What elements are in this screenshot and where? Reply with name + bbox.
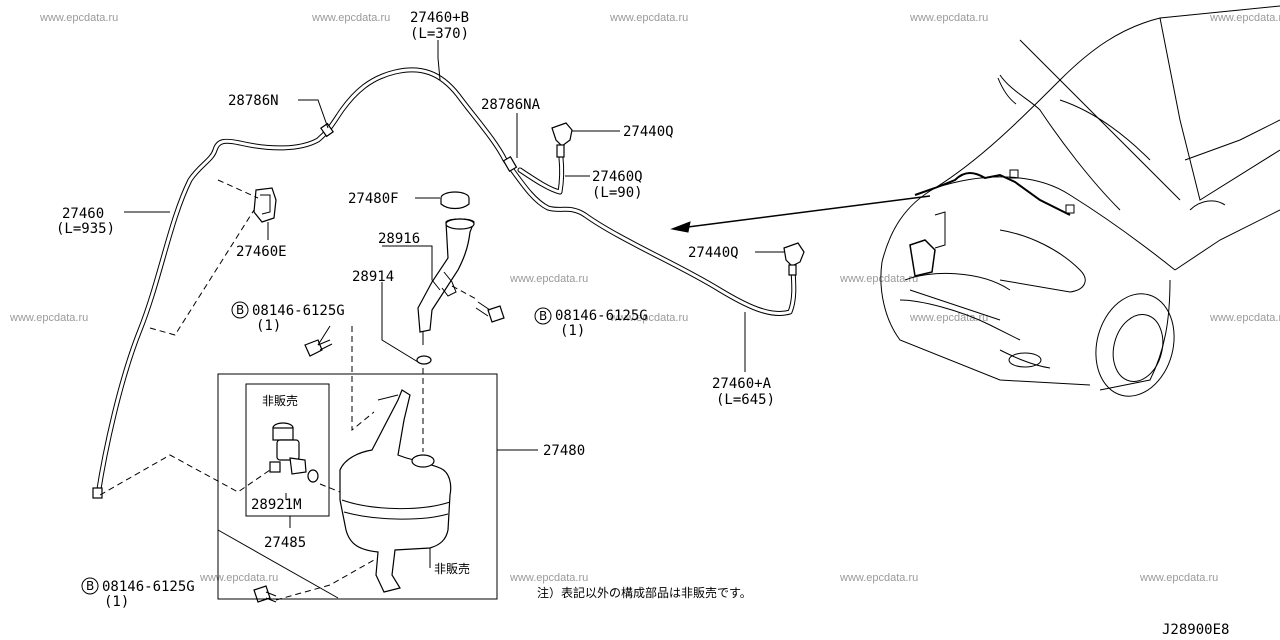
watermark: www.epcdata.ru (1209, 312, 1280, 324)
filler-neck (417, 218, 475, 345)
watermark: www.epcdata.ru (1139, 572, 1218, 584)
label-27460A-length: (L=645) (716, 392, 775, 408)
label-27460B-length: (L=370) (410, 26, 469, 42)
watermark: www.epcdata.ru (609, 12, 688, 24)
label-27480F: 27480F (348, 191, 399, 207)
label-27460-length: (L=935) (56, 221, 115, 237)
washer-hose (92, 67, 797, 499)
nozzle-top (551, 122, 573, 158)
watermark: www.epcdata.ru (9, 312, 88, 324)
washer-reservoir (339, 389, 452, 593)
diagram-code: J28900E8 (1162, 622, 1229, 638)
washer-motor (269, 422, 319, 483)
label-bolt-left-qty: (1) (256, 318, 281, 334)
watermark: www.epcdata.ru (509, 273, 588, 285)
o-ring (416, 355, 432, 365)
nozzle-mid (783, 242, 805, 276)
bolt-marker-bottom (81, 577, 99, 595)
watermark: www.epcdata.ru (909, 12, 988, 24)
leader-lines (124, 40, 784, 599)
label-28786N: 28786N (228, 93, 279, 109)
label-not-for-sale-top: 非販売 (262, 393, 298, 408)
watermark: www.epcdata.ru (311, 12, 390, 24)
label-27485: 27485 (264, 535, 306, 551)
bolt-right (475, 301, 505, 323)
dashed-guides (99, 179, 479, 601)
label-28916: 28916 (378, 231, 420, 247)
label-27480: 27480 (543, 443, 585, 459)
watermark: www.epcdata.ru (199, 572, 278, 584)
hose-end (92, 487, 103, 499)
hose-joint (502, 155, 518, 173)
filler-cap (440, 191, 470, 210)
label-not-for-sale-bottom: 非販売 (434, 561, 470, 576)
label-28786NA: 28786NA (481, 97, 541, 113)
location-arrow (670, 195, 931, 233)
label-bolt-bottom-qty: (1) (104, 594, 129, 610)
hose-clip (253, 187, 277, 223)
bolt-marker-letter: B (539, 309, 547, 323)
part-labels: 27460+B (L=370) 28786N 28786NA 27440Q 27… (56, 10, 1229, 638)
watermark: www.epcdata.ru (509, 572, 588, 584)
bolt-left (304, 339, 333, 357)
label-bolt-left: 08146-6125G (252, 303, 345, 319)
watermark: www.epcdata.ru (839, 273, 918, 285)
label-27460A: 27460+A (712, 376, 772, 392)
bolt-marker-letter: B (86, 579, 94, 593)
watermark: www.epcdata.ru (839, 572, 918, 584)
label-bolt-bottom: 08146-6125G (102, 579, 195, 595)
bolt-bottom (253, 585, 277, 603)
label-28914: 28914 (352, 269, 394, 285)
label-27460Q-length: (L=90) (592, 185, 643, 201)
watermark: www.epcdata.ru (39, 12, 118, 24)
label-27440Q-top: 27440Q (623, 124, 674, 140)
label-bolt-right-qty: (1) (560, 323, 585, 339)
watermark: www.epcdata.ru (609, 312, 688, 324)
hose-joint (320, 122, 334, 138)
label-27460E: 27460E (236, 244, 287, 260)
label-27460Q: 27460Q (592, 169, 643, 185)
label-28921M: 28921M (251, 497, 302, 513)
watermark: www.epcdata.ru (909, 312, 988, 324)
watermarks: www.epcdata.ru www.epcdata.ru www.epcdat… (9, 12, 1280, 584)
motor-frame (245, 383, 330, 517)
bolt-marker-letter: B (236, 303, 244, 317)
label-27440Q-mid: 27440Q (688, 245, 739, 261)
label-bolt-right: 08146-6125G (555, 308, 648, 324)
bolt-marker-right (534, 307, 552, 325)
label-27460B: 27460+B (410, 10, 469, 26)
bolt-marker-left (231, 301, 249, 319)
assembly-frame (217, 373, 498, 600)
label-27460: 27460 (62, 206, 104, 222)
footnote: 注）表記以外の構成部品は非販売です。 (537, 585, 752, 600)
watermark: www.epcdata.ru (1209, 12, 1280, 24)
car-illustration (880, 5, 1280, 397)
